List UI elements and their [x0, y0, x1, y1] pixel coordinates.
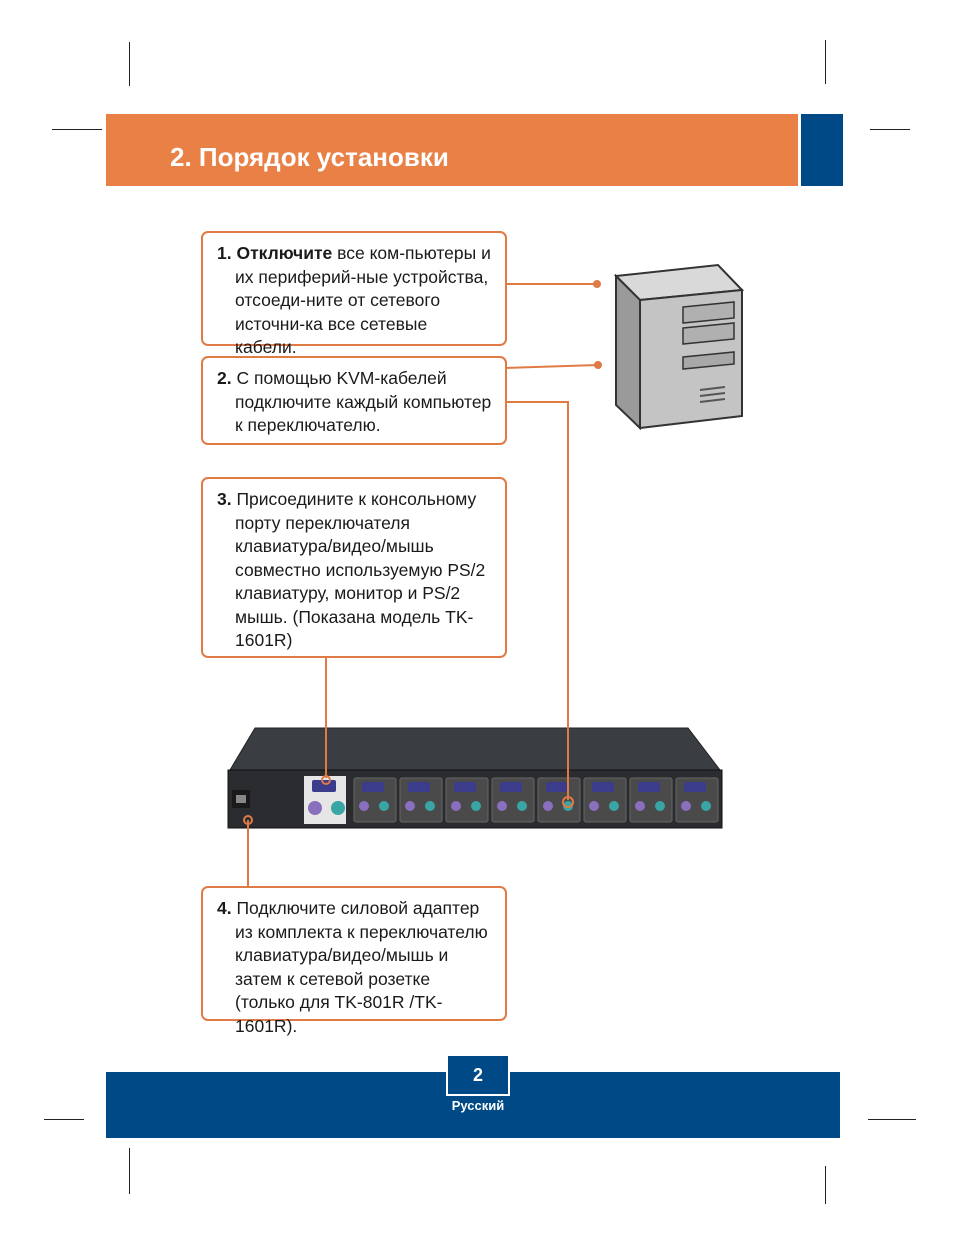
- crop-mark: [52, 129, 102, 130]
- header-accent-block: [801, 114, 843, 186]
- kvm-switch-device: [227, 727, 723, 829]
- step-3-box: 3. Присоедините к консольному порту пере…: [201, 477, 507, 658]
- step-4-text: 4. Подключите силовой адаптер из комплек…: [217, 898, 488, 1036]
- step-1-text: 1. Отключите все ком-пьютеры и их перифе…: [217, 243, 491, 357]
- section-title: 2. Порядок установки: [170, 142, 449, 172]
- computer-tower-icon: [613, 263, 745, 431]
- step-4-box: 4. Подключите силовой адаптер из комплек…: [201, 886, 507, 1036]
- section-header-bar: [106, 114, 798, 186]
- crop-mark: [825, 40, 826, 84]
- crop-mark: [44, 1119, 84, 1120]
- crop-mark: [868, 1119, 916, 1120]
- step-1-box: 1. Отключите все ком-пьютеры и их перифе…: [201, 231, 507, 357]
- crop-mark: [129, 1148, 130, 1194]
- crop-mark: [870, 129, 910, 130]
- step-2-box: 2. С помощью KVM-кабелей подключите кажд…: [201, 356, 507, 445]
- page-number: 2: [446, 1054, 510, 1096]
- crop-mark: [825, 1166, 826, 1204]
- crop-mark: [129, 42, 130, 86]
- step-3-text: 3. Присоедините к консольному порту пере…: [217, 489, 486, 650]
- footer-language: Русский: [451, 1098, 505, 1113]
- step-2-text: 2. С помощью KVM-кабелей подключите кажд…: [217, 368, 492, 435]
